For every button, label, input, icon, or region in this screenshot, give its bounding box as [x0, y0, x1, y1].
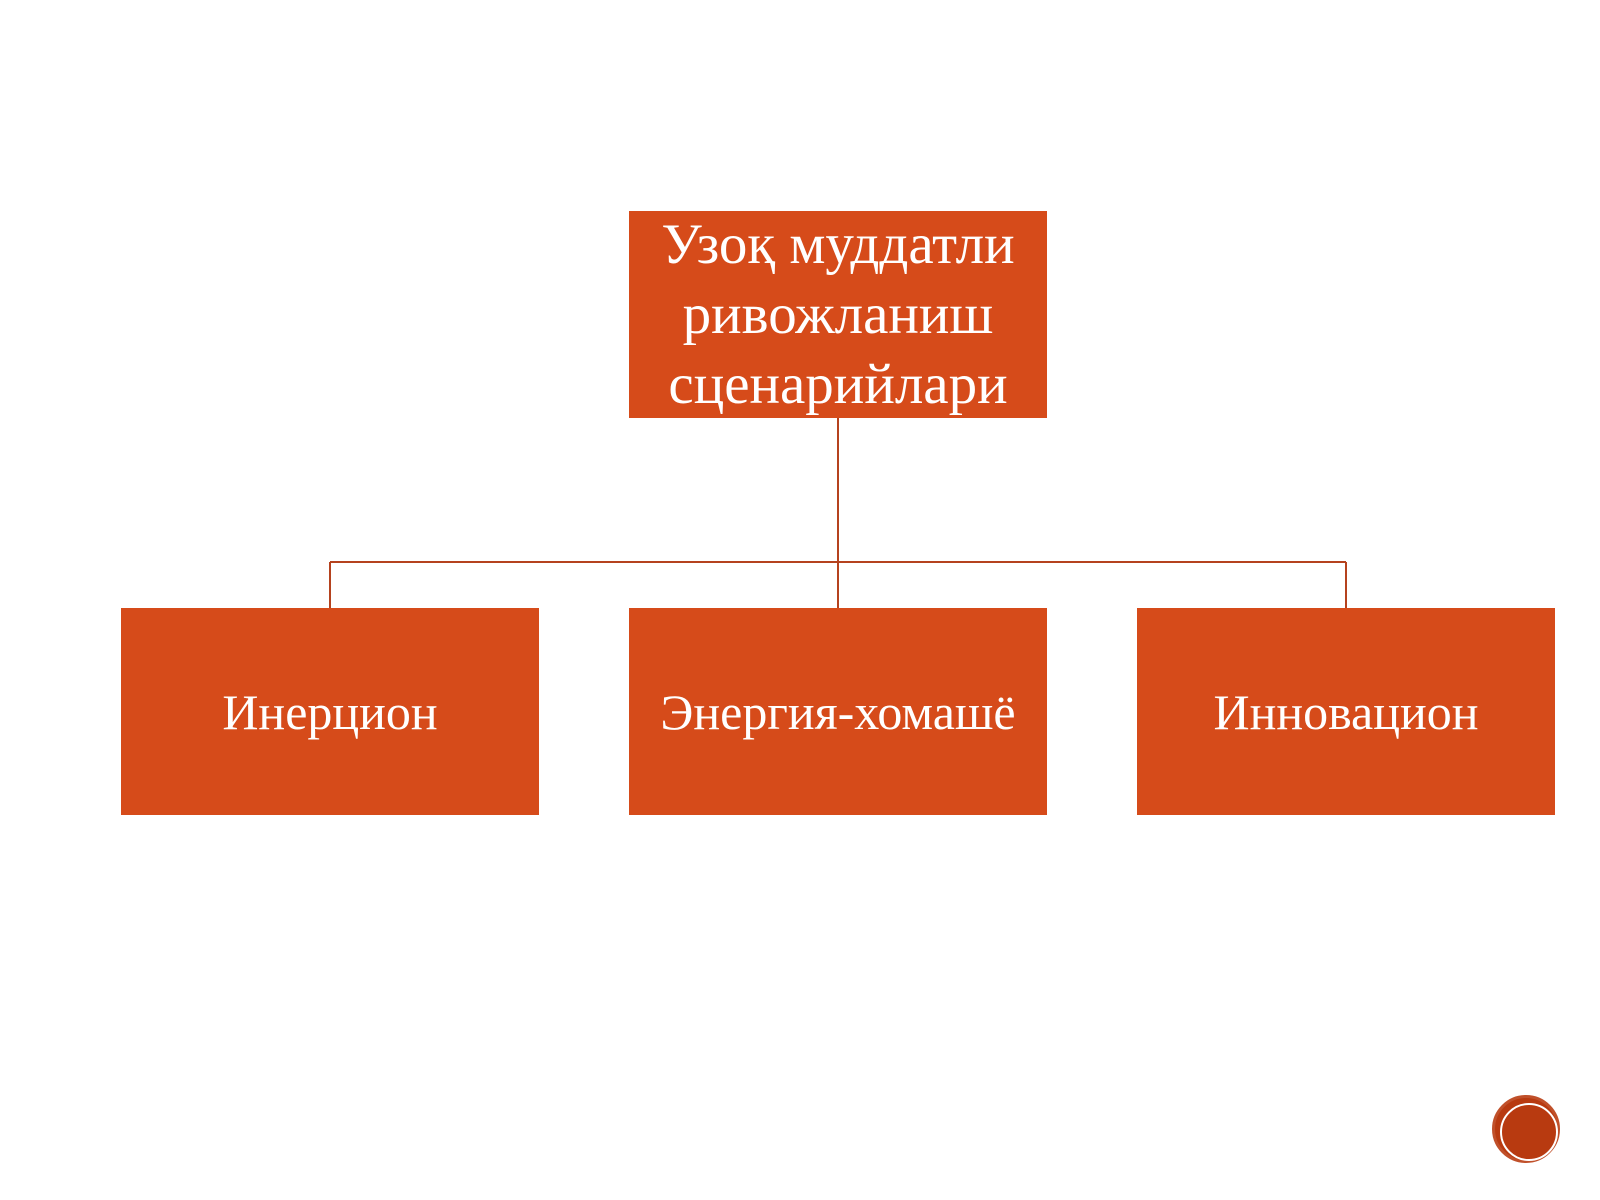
root-node: Узоқ муддатли ривожланиш сценарийлари	[629, 211, 1047, 418]
circle-button-icon[interactable]	[1492, 1095, 1560, 1163]
child-node-inertial: Инерцион	[121, 608, 539, 815]
child-node-label: Инерцион	[222, 683, 438, 740]
child-node-innovative: Инновацион	[1137, 608, 1555, 815]
child-node-label: Инновацион	[1213, 683, 1479, 740]
circle-button-ring	[1500, 1103, 1558, 1161]
child-node-energy-raw: Энергия-хомашё	[629, 608, 1047, 815]
child-node-label: Энергия-хомашё	[660, 683, 1016, 740]
root-node-label: Узоқ муддатли ривожланиш сценарийлари	[661, 212, 1015, 416]
